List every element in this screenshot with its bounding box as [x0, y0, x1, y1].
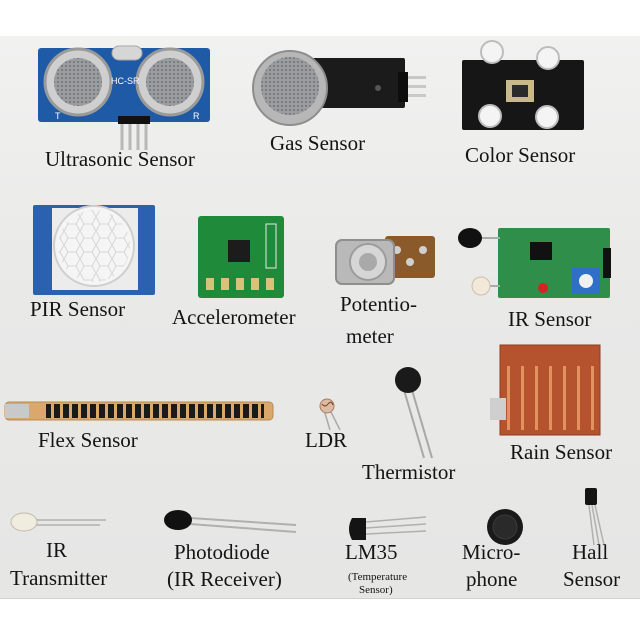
ultrasonic-model-text: HC-SR: [111, 76, 140, 86]
label-pir-sensor: PIR Sensor: [30, 297, 126, 321]
label-potentiometer-line2: meter: [346, 324, 394, 348]
label-color-sensor: Color Sensor: [465, 143, 576, 167]
ldr-image: [319, 398, 341, 431]
label-hall-sensor-line2: Sensor: [563, 567, 621, 591]
label-hall-sensor-line1: Hall: [572, 540, 609, 564]
thermistor-image: [395, 367, 433, 459]
flex-sensor-image: [4, 401, 274, 421]
label-thermistor: Thermistor: [362, 460, 456, 484]
ultrasonic-t-mark: T: [55, 111, 61, 121]
hall-sensor-image: [585, 488, 605, 546]
label-ir-transmitter-line2: Transmitter: [10, 566, 108, 590]
label-ir-sensor: IR Sensor: [508, 307, 592, 331]
label-photodiode-line2: (IR Receiver): [167, 567, 282, 591]
potentiometer-image: [335, 236, 435, 285]
ultrasonic-r-mark: R: [193, 111, 200, 121]
label-lm35-note-line2: Sensor): [359, 584, 393, 596]
ir-transmitter-image: [10, 512, 106, 532]
label-rain-sensor: Rain Sensor: [510, 440, 613, 464]
label-microphone-line2: phone: [466, 567, 518, 591]
rain-sensor-image: [490, 344, 601, 436]
accelerometer-image: [198, 216, 284, 298]
gas-sensor-image: [252, 50, 426, 126]
label-ldr: LDR: [305, 428, 347, 452]
color-sensor-image: [462, 40, 584, 130]
label-gas-sensor: Gas Sensor: [270, 131, 366, 155]
ultrasonic-sensor-image: HC-SR T R: [38, 45, 210, 150]
label-lm35-note-line1: (Temperature: [348, 571, 408, 583]
ir-sensor-image: [458, 228, 611, 298]
pir-sensor-image: [33, 205, 155, 295]
lm35-image: [349, 516, 427, 540]
label-ultrasonic-sensor: Ultrasonic Sensor: [45, 147, 195, 171]
label-lm35: LM35: [345, 540, 398, 564]
photodiode-image: [164, 510, 297, 533]
label-ir-transmitter-line1: IR: [46, 538, 67, 562]
label-microphone-line1: Micro-: [462, 540, 521, 564]
label-flex-sensor: Flex Sensor: [38, 428, 138, 452]
microphone-image: [487, 509, 523, 545]
label-accelerometer: Accelerometer: [172, 305, 296, 329]
label-photodiode-line1: Photodiode: [174, 540, 270, 564]
label-potentiometer-line1: Potentio-: [340, 292, 417, 316]
